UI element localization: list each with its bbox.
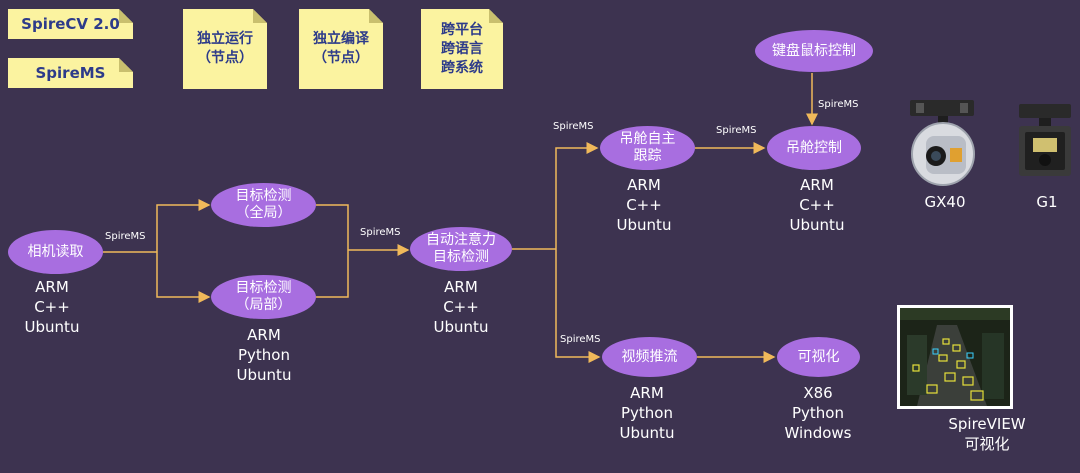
caption-camera: ARM C++ Ubuntu bbox=[24, 278, 80, 336]
caption-detect: ARM Python Ubuntu bbox=[236, 326, 292, 384]
edge-to-gimbal-track bbox=[555, 142, 599, 249]
edge-to-detect-local bbox=[156, 252, 211, 303]
edge-label-spirems-6: SpireMS bbox=[560, 334, 601, 345]
note-standalone-run: 独立运行 （节点） bbox=[183, 9, 267, 89]
node-keyboard-mouse: 键盘鼠标控制 bbox=[755, 30, 873, 72]
gx40-gimbal-image bbox=[910, 100, 975, 186]
edge-label-spirems-4: SpireMS bbox=[716, 125, 757, 136]
caption-auto-attention: ARM C++ Ubuntu bbox=[433, 278, 489, 336]
node-detect-local: 目标检测 （局部） bbox=[211, 275, 316, 319]
note-cross-platform: 跨平台 跨语言 跨系统 bbox=[421, 9, 503, 89]
caption-gimbal-control: ARM C++ Ubuntu bbox=[789, 176, 845, 234]
g1-gimbal-image bbox=[1019, 104, 1071, 176]
note-spirems: SpireMS bbox=[8, 58, 133, 88]
note-standalone-compile: 独立编译 （节点） bbox=[299, 9, 383, 89]
caption-video-stream: ARM Python Ubuntu bbox=[619, 384, 675, 442]
node-visualize: 可视化 bbox=[777, 337, 860, 377]
edge-global-merge bbox=[316, 204, 349, 298]
caption-visualize: X86 Python Windows bbox=[784, 384, 852, 442]
node-gimbal-control: 吊舱控制 bbox=[767, 126, 861, 170]
edge-label-spirems-3: SpireMS bbox=[553, 121, 594, 132]
node-detect-global: 目标检测 （全局） bbox=[211, 183, 316, 227]
node-gimbal-track: 吊舱自主 跟踪 bbox=[600, 126, 695, 170]
note-spirecv: SpireCV 2.0 bbox=[8, 9, 133, 39]
edge-label-spirems-1: SpireMS bbox=[105, 231, 146, 242]
device-label-spireview: SpireVIEW 可视化 bbox=[948, 415, 1026, 453]
node-camera-read: 相机读取 bbox=[8, 230, 103, 274]
spireview-screenshot-image bbox=[897, 305, 1013, 409]
edge-to-detect-global bbox=[156, 199, 211, 252]
device-label-gx40: GX40 bbox=[924, 193, 966, 211]
edge-label-spirems-5: SpireMS bbox=[818, 99, 859, 110]
node-video-stream: 视频推流 bbox=[602, 337, 697, 377]
node-auto-attention: 自动注意力 目标检测 bbox=[410, 227, 512, 271]
device-label-g1: G1 bbox=[1036, 193, 1058, 211]
edge-label-spirems-2: SpireMS bbox=[360, 227, 401, 238]
edge-to-video-stream bbox=[555, 249, 601, 363]
caption-gimbal-track: ARM C++ Ubuntu bbox=[616, 176, 672, 234]
